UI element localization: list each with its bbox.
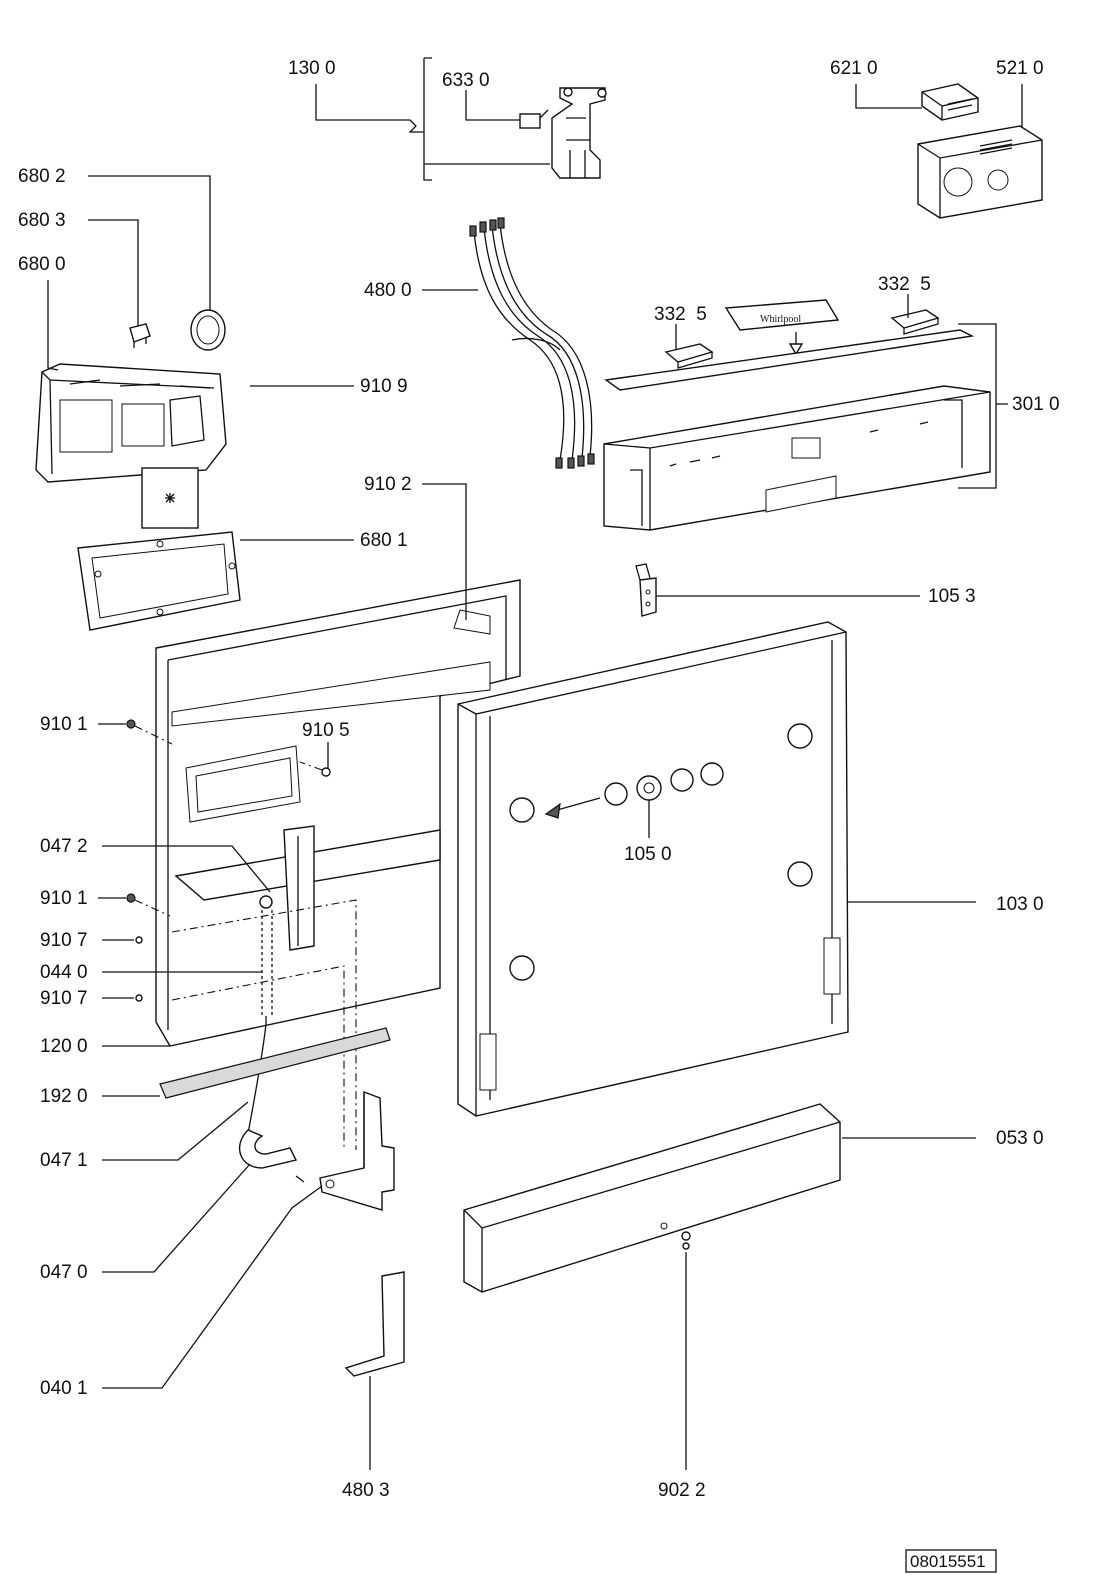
callout-192-0: 192 0 [40, 1086, 88, 1107]
callout-910-1-top: 910 1 [40, 714, 88, 735]
callout-105-0: 105 0 [624, 844, 672, 865]
callout-053-0: 053 0 [996, 1128, 1044, 1149]
callout-902-2: 902 2 [658, 1480, 706, 1501]
callout-680-1: 680 1 [360, 530, 408, 551]
callout-910-7-top: 910 7 [40, 930, 88, 951]
mounting-bracket-part-right [890, 309, 940, 335]
hinge-bracket-part [635, 563, 657, 617]
callout-480-0: 480 0 [364, 280, 412, 301]
seal-strip-part [159, 1027, 391, 1099]
callout-910-7-bottom: 910 7 [40, 988, 88, 1009]
callout-521-0: 521 0 [996, 58, 1044, 79]
callout-680-0: 680 0 [18, 254, 66, 275]
screw-910-7-a [135, 936, 143, 944]
callout-040-1: 040 1 [40, 1378, 88, 1399]
callout-910-9: 910 9 [360, 376, 408, 397]
screw-910-5 [299, 761, 331, 777]
callout-130-0: 130 0 [288, 58, 336, 79]
reference-code: 08015551 [910, 1552, 986, 1571]
callout-047-1: 047 1 [40, 1150, 88, 1171]
brand-badge-text: Whirlpool [760, 314, 801, 325]
inner-door-panel-part [155, 579, 521, 1150]
callout-332-5-right: 332 5 [878, 274, 931, 295]
door-spring-part [238, 895, 305, 1183]
callout-301-0: 301 0 [1012, 394, 1060, 415]
clip-part [129, 323, 151, 348]
leader-lines [47, 57, 1023, 1470]
callout-680-2: 680 2 [18, 166, 66, 187]
callout-680-3: 680 3 [18, 210, 66, 231]
callout-480-3: 480 3 [342, 1480, 390, 1501]
door-spacers-part [544, 762, 724, 819]
callout-103-0: 103 0 [996, 894, 1044, 915]
callout-047-0: 047 0 [40, 1262, 88, 1283]
brand-badge-part: Whirlpool [724, 299, 840, 356]
callout-105-3: 105 3 [928, 586, 976, 607]
callout-047-2: 047 2 [40, 836, 88, 857]
mounting-bracket-part-left [664, 343, 714, 369]
screw-902-2 [681, 1231, 691, 1250]
door-switch-part [519, 87, 607, 179]
dispenser-part [35, 363, 227, 529]
callout-044-0: 044 0 [40, 962, 88, 983]
callout-labels: 130 0 633 0 621 0 521 0 680 2 680 3 680 … [18, 58, 1060, 1501]
callout-332-5-left: 332 5 [654, 304, 707, 325]
connector-part [921, 83, 979, 121]
reference-code-box: 08015551 [905, 1549, 997, 1573]
callout-621-0: 621 0 [830, 58, 878, 79]
screw-910-1-a [126, 719, 173, 745]
callout-120-0: 120 0 [40, 1036, 88, 1057]
seal-ring-part [190, 309, 226, 351]
screw-910-1-b [126, 893, 171, 917]
hinge-arm-part [319, 1090, 395, 1211]
l-bracket-part [344, 1271, 405, 1377]
callout-910-1-bottom: 910 1 [40, 888, 88, 909]
control-module-part [917, 125, 1043, 219]
screw-910-7-b [135, 994, 143, 1002]
callout-633-0: 633 0 [442, 70, 490, 91]
dispenser-gasket-part [77, 531, 241, 631]
wiring-harness-part [469, 217, 595, 469]
callout-910-5: 910 5 [302, 720, 350, 741]
outer-door-panel-part [457, 621, 849, 1117]
kick-plate-part [463, 1103, 841, 1293]
control-panel-part [603, 329, 991, 531]
callout-910-2: 910 2 [364, 474, 412, 495]
